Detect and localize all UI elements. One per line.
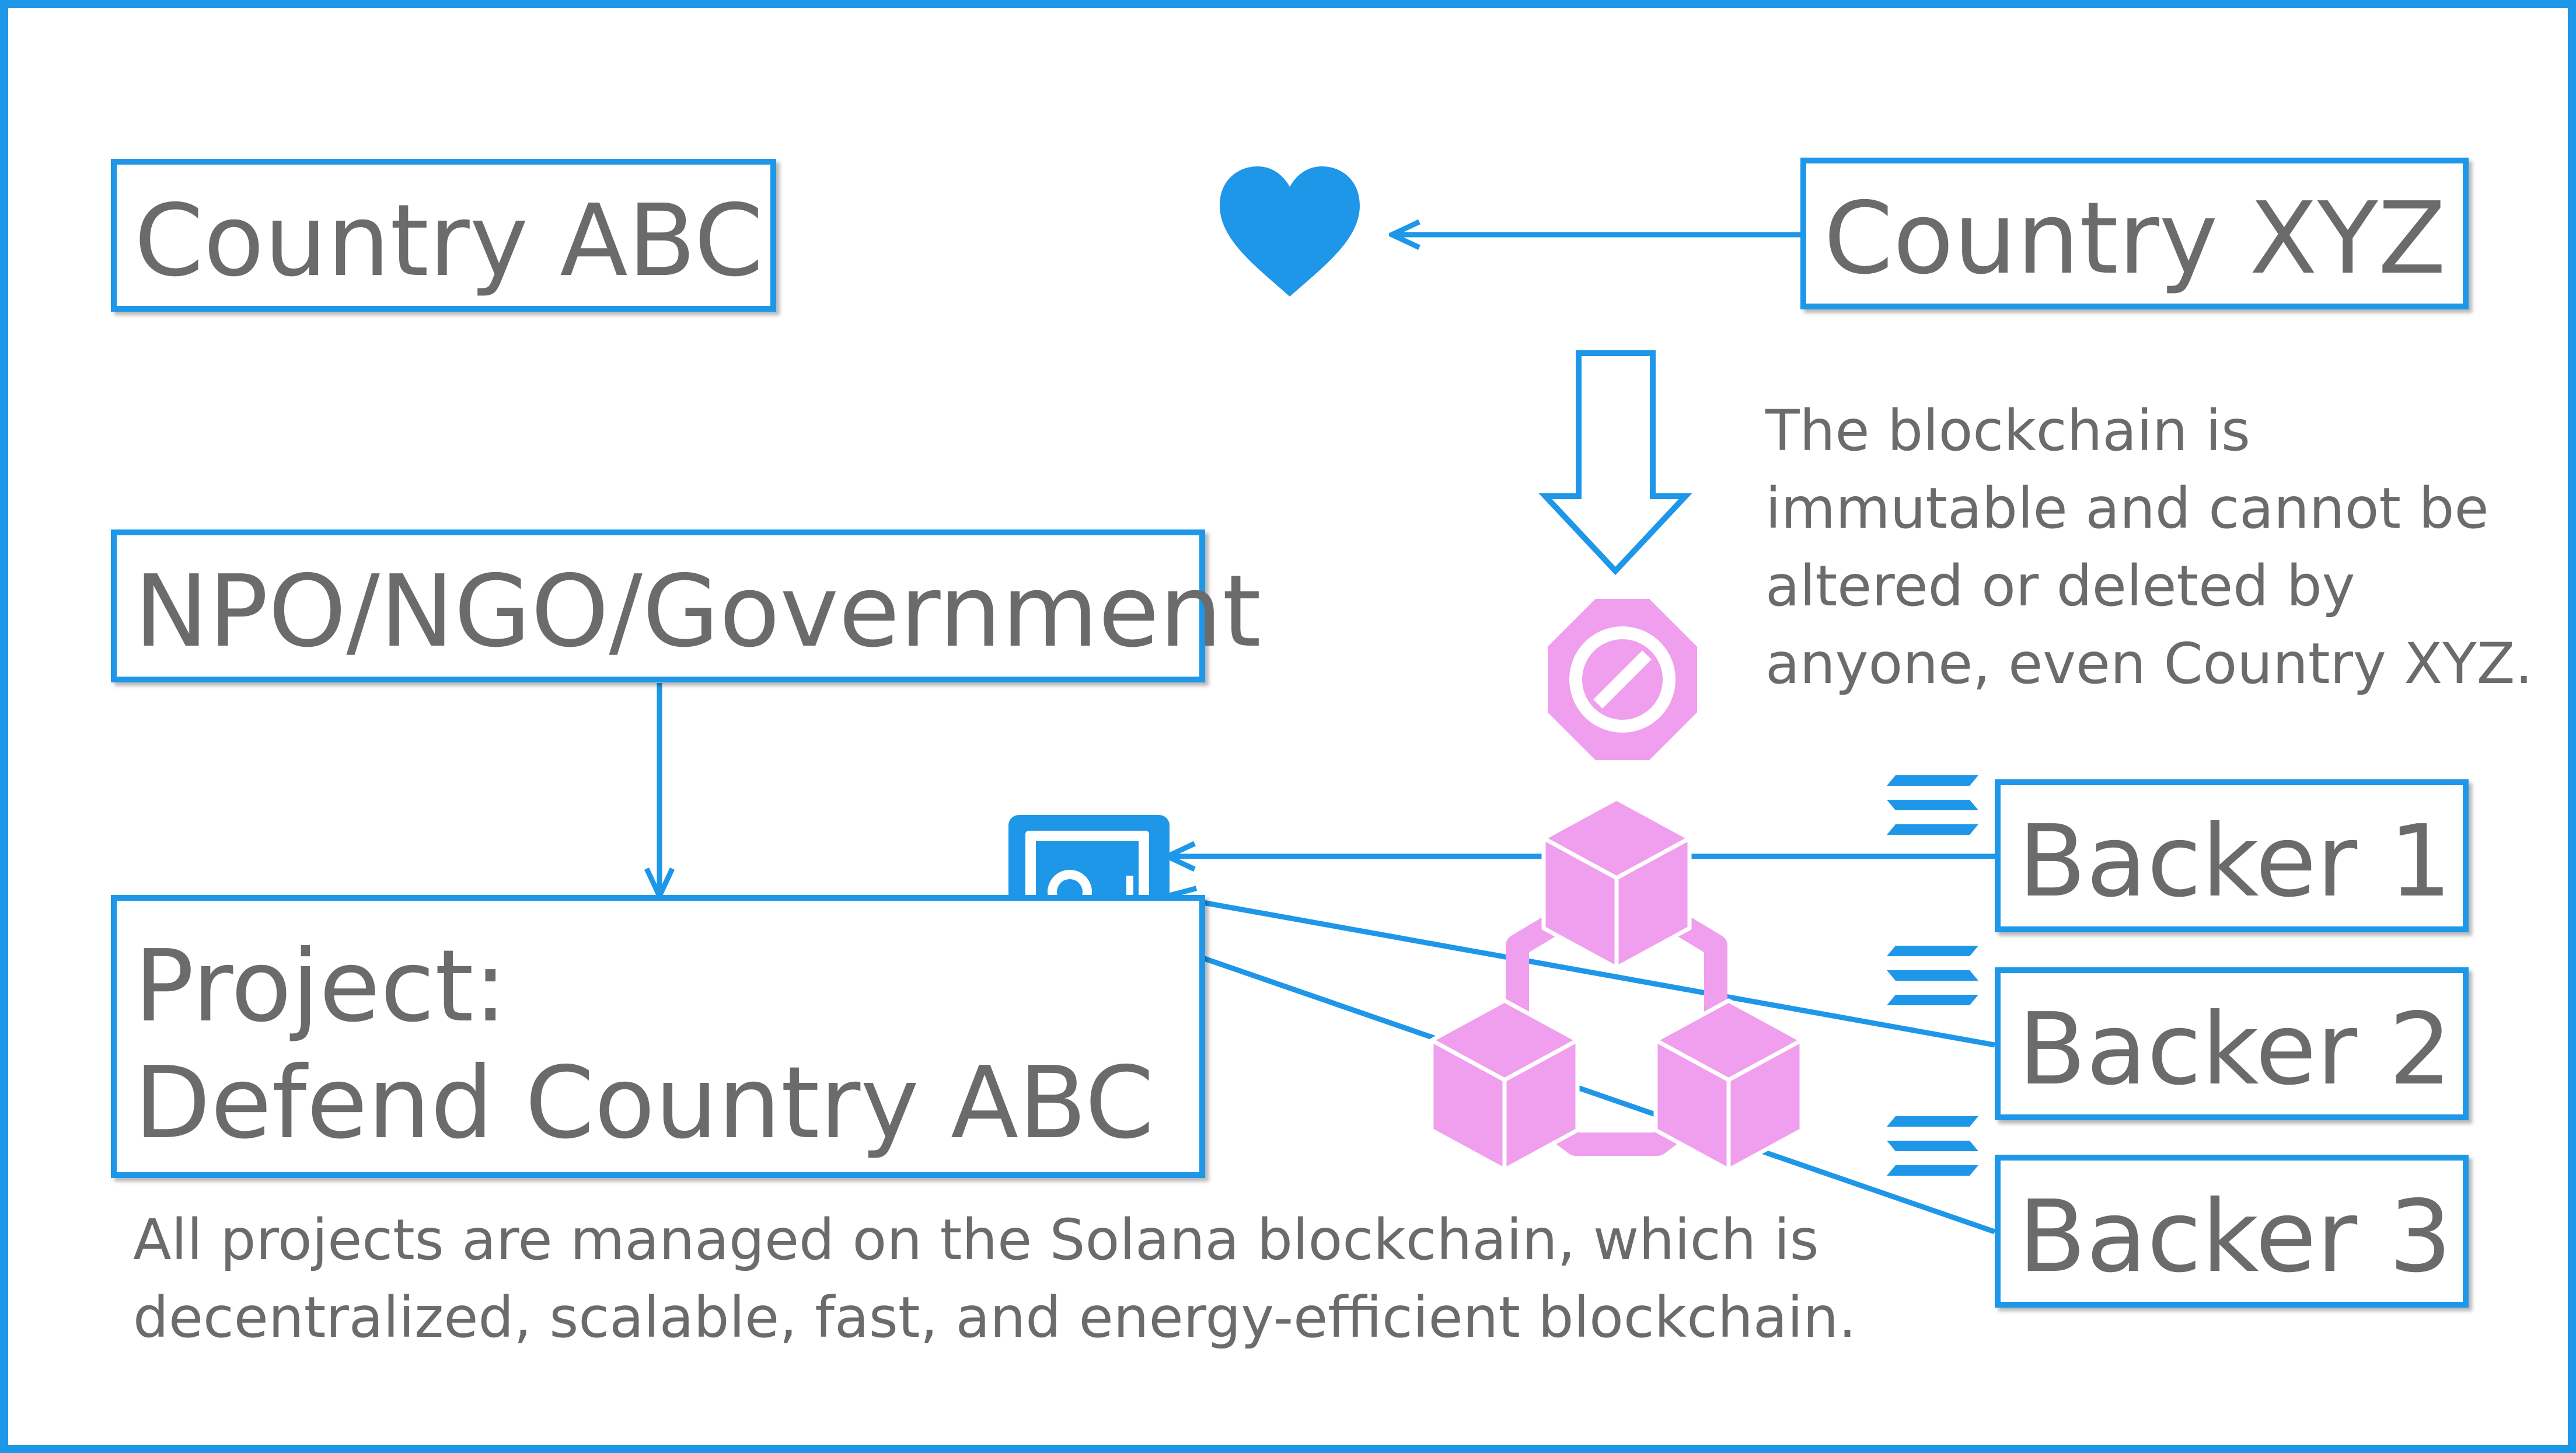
no-entry-icon (1543, 594, 1702, 765)
down-arrow-icon (1538, 350, 1692, 576)
solana-note: All projects are managed on the Solana b… (133, 1201, 1856, 1357)
project-title-line2: Defend Country ABC (134, 1046, 1154, 1161)
note-line: altered or deleted by (1765, 553, 2355, 619)
solana-logo-icon (1887, 946, 1978, 1005)
blockchain-immutable-note: The blockchain is immutable and cannot b… (1765, 392, 2533, 703)
npo-label: NPO/NGO/Government (134, 554, 1261, 670)
solana-logo-icon (1887, 1116, 1978, 1176)
country-xyz-box: Country XYZ (1800, 158, 2469, 309)
project-box: Project: Defend Country ABC (111, 895, 1205, 1178)
note-line: The blockchain is (1765, 398, 2250, 464)
note-line: All projects are managed on the Solana b… (133, 1207, 1819, 1273)
backer-3-box: Backer 3 (1995, 1155, 2469, 1308)
backer-3-label: Backer 3 (2018, 1179, 2452, 1295)
country-abc-box: Country ABC (111, 159, 776, 312)
solana-logo-icon (1887, 775, 1978, 835)
note-line: anyone, even Country XYZ. (1765, 631, 2533, 696)
blockchain-cubes-icon (1429, 796, 1804, 1172)
heart-icon (1220, 166, 1360, 297)
backer-2-label: Backer 2 (2018, 992, 2452, 1107)
npo-box: NPO/NGO/Government (111, 529, 1261, 682)
backer-1-label: Backer 1 (2018, 804, 2452, 919)
note-line: decentralized, scalable, fast, and energ… (133, 1285, 1856, 1350)
backer-1-box: Backer 1 (1995, 779, 2469, 932)
backer-2-box: Backer 2 (1995, 967, 2469, 1120)
arrow-backer2-to-safe (1167, 896, 1995, 1048)
country-xyz-label: Country XYZ (1824, 181, 2446, 297)
project-title-line1: Project: (134, 929, 507, 1044)
country-abc-label: Country ABC (134, 183, 764, 299)
arrow-backer3-to-safe (1167, 946, 1996, 1235)
note-line: immutable and cannot be (1765, 476, 2489, 541)
